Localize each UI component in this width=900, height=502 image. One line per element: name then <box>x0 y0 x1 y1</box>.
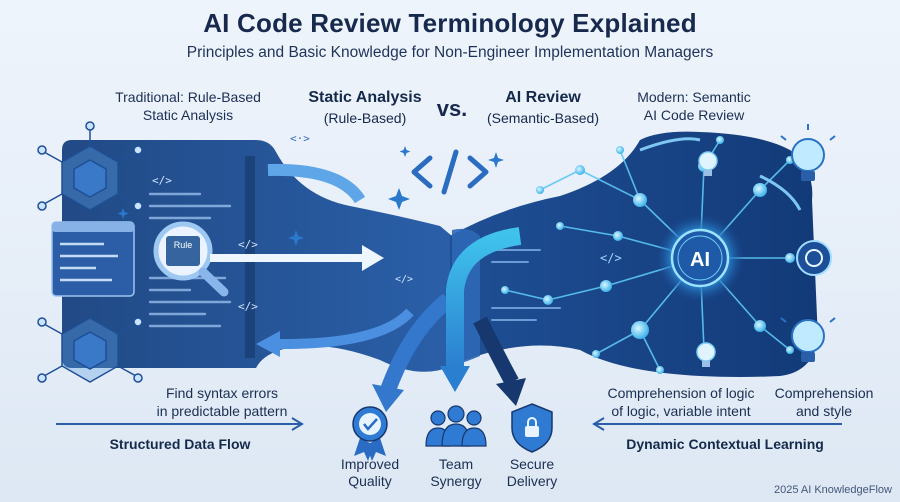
cube-network-icon-bottom <box>37 317 143 383</box>
right-desc1-line2: of logic, variable intent <box>611 403 751 419</box>
structured-flow-label: Structured Data Flow <box>109 436 251 452</box>
center-arrow-middle <box>446 227 522 368</box>
benefit-synergy-line2: Synergy <box>430 473 482 489</box>
dynamic-flow-line <box>592 417 842 431</box>
static-analysis-sub: (Rule-Based) <box>323 110 407 126</box>
structured-flow-line <box>56 417 304 431</box>
ai-chip-text: AI <box>690 249 710 271</box>
left-code-tag-4: </> <box>395 274 413 285</box>
magnifier-icon <box>153 221 229 297</box>
footer-credit: 2025 AI KnowledgeFlow <box>773 484 892 496</box>
vs-label: vs. <box>436 96 468 121</box>
page-subtitle: Principles and Basic Knowledge for Non-E… <box>186 44 714 61</box>
left-caption-line2: Static Analysis <box>142 107 234 123</box>
left-desc-line2: in predictable pattern <box>156 403 288 419</box>
lightbulb-icon-bottom-small <box>696 342 716 367</box>
right-description-1: Comprehension of logic of logic, variabl… <box>596 384 766 420</box>
right-caption-line1: Modern: Semantic <box>637 89 751 105</box>
left-flow-arrow-upper <box>267 163 366 204</box>
ai-review-sub: (Semantic-Based) <box>486 110 600 126</box>
right-code-tag: </> <box>600 251 622 265</box>
right-caption-line2: AI Code Review <box>643 107 745 123</box>
code-brackets-icon <box>411 149 489 195</box>
right-flow-arrow-upper <box>759 174 802 211</box>
ai-review-title: AI Review <box>505 89 581 106</box>
rule-scan-arrow <box>210 245 384 271</box>
benefit-synergy-line1: Team <box>438 456 474 472</box>
cube-network-icon-top <box>37 121 143 211</box>
code-window-card <box>51 221 135 297</box>
left-code-tag-3: </> <box>238 300 258 313</box>
left-description: Find syntax errors in predictable patter… <box>132 384 312 420</box>
benefit-quality-line2: Quality <box>348 473 392 489</box>
right-desc2-line2: and style <box>795 403 853 419</box>
left-desc-line1: Find syntax errors <box>165 385 279 401</box>
quality-badge-icon <box>352 406 388 461</box>
lightbulb-icon-top-large <box>780 124 836 181</box>
ai-brain-chip-icon <box>656 214 744 302</box>
center-arrow-right <box>473 316 519 386</box>
left-caption: Traditional: Rule-Based Static Analysis <box>88 88 288 124</box>
shield-lock-icon <box>511 403 553 453</box>
right-flow-arrow-lower <box>639 137 701 152</box>
left-caption-line1: Traditional: Rule-Based <box>115 89 261 105</box>
right-desc1-line1: Comprehension of logic <box>607 385 755 401</box>
benefit-delivery-line2: Delivery <box>506 473 558 489</box>
static-analysis-label: Static Analysis (Rule-Based) <box>300 88 430 128</box>
ai-review-label: AI Review (Semantic-Based) <box>472 88 614 128</box>
lightbulb-icon-top-small <box>698 151 718 176</box>
right-caption: Modern: Semantic AI Code Review <box>604 88 784 124</box>
benefit-delivery-line1: Secure <box>509 456 555 472</box>
right-network-panel <box>450 131 818 377</box>
benefit-synergy: Team Synergy <box>416 456 496 490</box>
right-desc2-line1: Comprehension <box>774 385 874 401</box>
magnifier-rule-text: Rule <box>174 240 193 250</box>
dynamic-flow-label: Dynamic Contextual Learning <box>626 436 824 452</box>
openai-knot-icon <box>796 240 832 276</box>
small-code-tag: <·> <box>290 132 310 145</box>
center-arrow-left <box>380 293 454 393</box>
left-code-tag-1: </> <box>152 174 172 187</box>
right-description-2: Comprehension and style <box>764 384 884 420</box>
right-code-lines <box>491 249 561 321</box>
sparkles <box>117 146 504 246</box>
benefit-quality: Improved Quality <box>330 456 410 490</box>
page-title: AI Code Review Terminology Explained <box>203 8 697 38</box>
left-code-tag-2: </> <box>238 238 258 251</box>
left-flow-arrow-lower <box>277 308 414 350</box>
benefit-quality-line1: Improved <box>340 456 400 472</box>
team-icon <box>425 405 487 447</box>
static-analysis-title: Static Analysis <box>308 89 422 106</box>
benefit-delivery: Secure Delivery <box>492 456 572 490</box>
lightbulb-icon-bottom-large <box>780 317 836 362</box>
